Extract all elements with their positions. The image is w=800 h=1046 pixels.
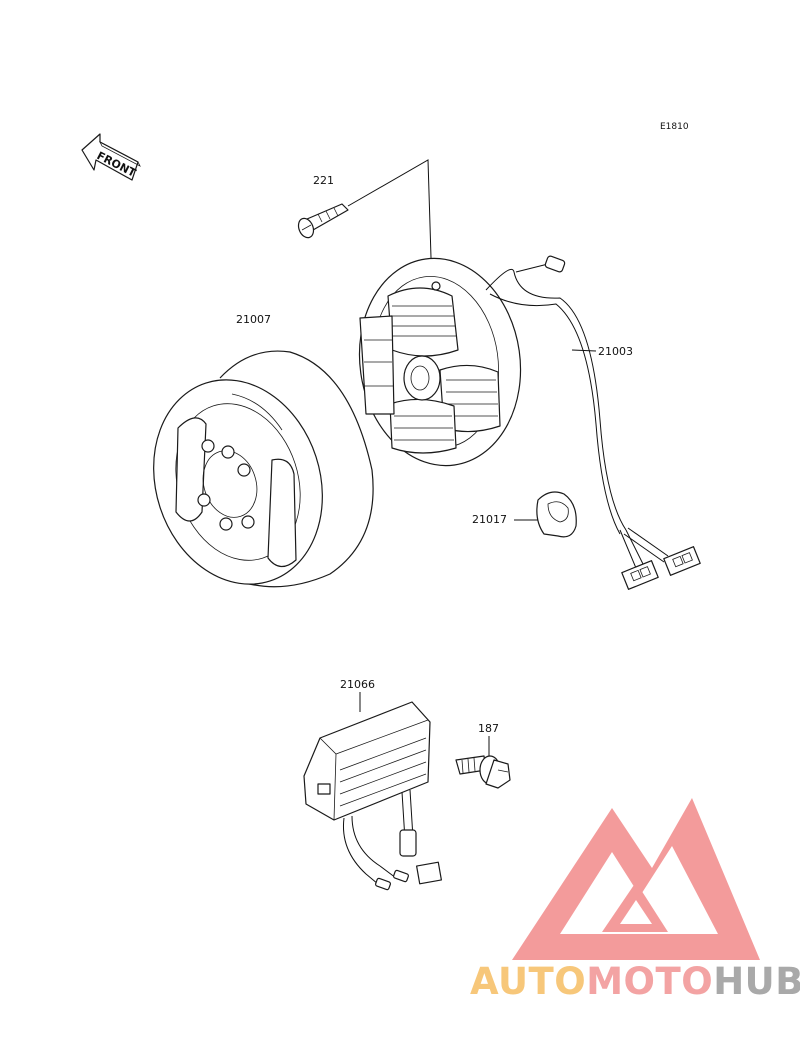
part-number-21066: 21066 bbox=[340, 678, 375, 691]
part-number-221: 221 bbox=[313, 174, 334, 187]
regulator-part bbox=[303, 701, 442, 891]
leader-line-221 bbox=[347, 159, 433, 291]
part-number-187: 187 bbox=[478, 722, 499, 735]
watermark-hub: HUB bbox=[713, 960, 800, 1003]
front-arrow-icon: FRONT bbox=[81, 133, 141, 181]
grommet-part bbox=[536, 491, 577, 538]
diagram-code: E1810 bbox=[660, 122, 689, 132]
part-number-21007: 21007 bbox=[236, 313, 271, 326]
watermark-logo bbox=[512, 798, 760, 960]
part-number-21003: 21003 bbox=[598, 345, 633, 358]
screw-part bbox=[297, 203, 349, 239]
watermark-wordmark: AUTOMOTOHUB bbox=[470, 960, 800, 1004]
bolt-part bbox=[455, 755, 511, 789]
flywheel-part bbox=[153, 350, 374, 588]
watermark-auto: AUTO bbox=[470, 960, 587, 1003]
leader-line-21003 bbox=[571, 349, 597, 352]
part-number-21017: 21017 bbox=[472, 513, 507, 526]
stator-part bbox=[358, 255, 701, 590]
watermark-moto: MOTO bbox=[586, 960, 714, 1003]
